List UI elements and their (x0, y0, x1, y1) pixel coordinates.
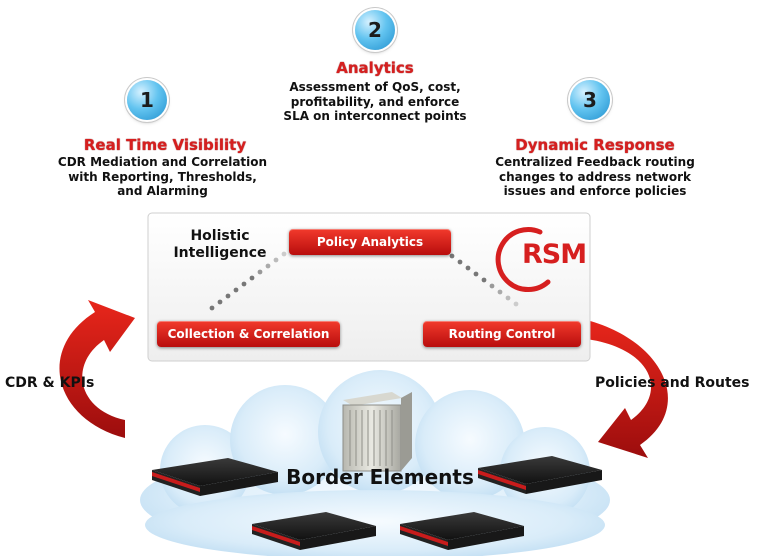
step-2-description: Assessment of QoS, cost, profitability, … (265, 80, 485, 124)
step-3-line-1: Centralized Feedback routing (495, 155, 695, 169)
step-2-line-1: Assessment of QoS, cost, (289, 80, 461, 94)
platform-label: Holistic Intelligence (160, 228, 280, 262)
dotted-connector-right (449, 253, 519, 307)
cdr-upward-arrow (59, 300, 135, 438)
border-elements-label: Border Elements (286, 465, 474, 489)
step-3-line-3: issues and enforce policies (503, 184, 687, 199)
step-3-title: Dynamic Response (515, 136, 675, 154)
step-2-title: Analytics (336, 59, 414, 77)
routing-control-module: Routing Control (423, 321, 581, 347)
border-device-left (152, 458, 278, 496)
step-1-title: Real Time Visibility (83, 136, 247, 154)
step-3-badge: 3 (570, 80, 610, 120)
policy-downward-arrow (578, 318, 668, 458)
rsm-logo-text: RSM (522, 239, 587, 270)
step-1-description: CDR Mediation and Correlation with Repor… (30, 155, 295, 199)
step-2-line-2: profitability, and enforce (290, 94, 460, 109)
server-chassis (342, 392, 412, 472)
platform-label-line-2: Intelligence (173, 245, 267, 262)
step-1-line-3: and Alarming (117, 184, 208, 199)
step-3-line-2: changes to address network (499, 169, 691, 184)
cdr-kpis-label: CDR & KPIs (5, 375, 95, 391)
border-device-bottom-left (252, 512, 376, 550)
step-1-line-1: CDR Mediation and Correlation (57, 155, 268, 169)
step-2-badge: 2 (355, 10, 395, 50)
step-3-description: Centralized Feedback routing changes to … (460, 155, 730, 199)
step-1-badge: 1 (127, 80, 167, 120)
policy-analytics-module: Policy Analytics (289, 229, 451, 255)
collection-correlation-module: Collection & Correlation (157, 321, 340, 347)
policies-routes-label: Policies and Routes (595, 375, 750, 391)
dotted-connector-left (209, 251, 287, 311)
step-2-line-3: SLA on interconnect points (283, 109, 467, 124)
border-device-bottom-right (400, 512, 524, 550)
rsm-logo-mark (495, 227, 551, 293)
border-device-right (478, 456, 602, 494)
step-1-line-2: with Reporting, Thresholds, (68, 169, 257, 184)
platform-label-line-1: Holistic (190, 228, 250, 244)
